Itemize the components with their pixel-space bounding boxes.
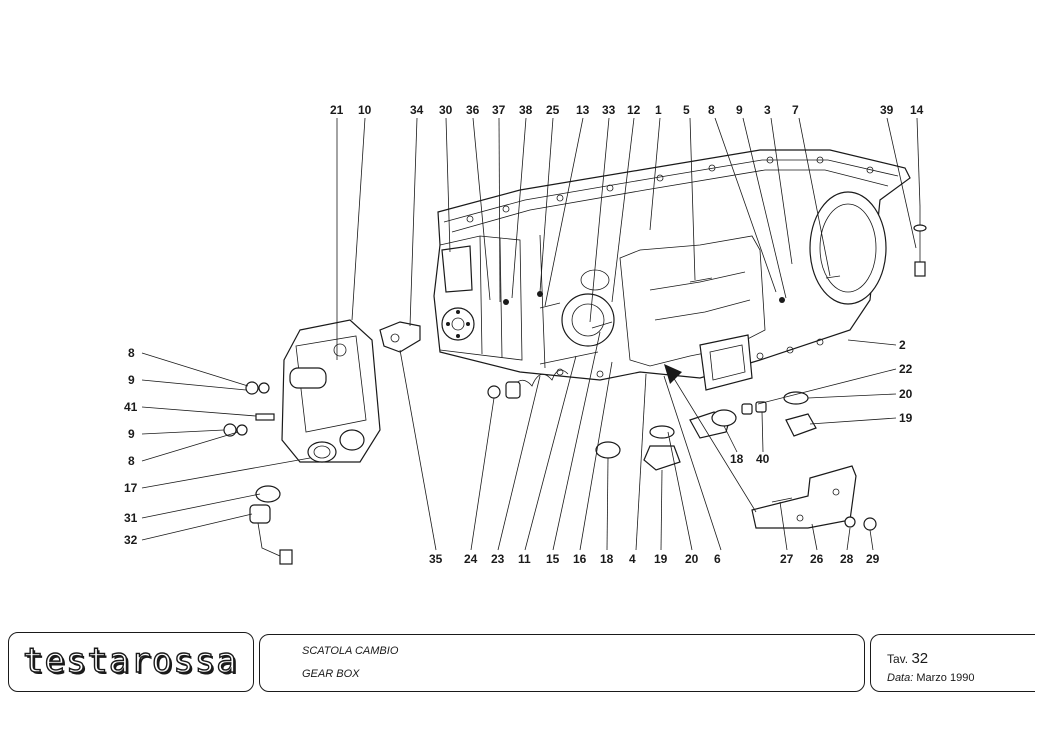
callouts-bottom: 35 24 23 11 15 16 18 4 19 20 6 27 26 28 … [429, 552, 880, 566]
callouts-right: 2 22 20 19 18 40 [730, 338, 913, 466]
callout: 34 [410, 103, 424, 117]
callout: 2 [899, 338, 906, 352]
callout: 20 [899, 387, 913, 401]
callout: 39 [880, 103, 894, 117]
side-cover [281, 319, 381, 463]
callout: 22 [899, 362, 913, 376]
callout: 25 [546, 103, 560, 117]
callouts-top: 21 10 34 30 36 37 38 25 13 33 12 1 5 8 9… [330, 103, 924, 117]
callout: 14 [910, 103, 924, 117]
callout: 21 [330, 103, 344, 117]
callout: 29 [866, 552, 880, 566]
date-line: Data: Marzo 1990 [887, 672, 974, 684]
callout: 36 [466, 103, 480, 117]
callout: 18 [730, 452, 744, 466]
callout: 13 [576, 103, 590, 117]
callout: 26 [810, 552, 824, 566]
subtitle-english: GEAR BOX [302, 668, 360, 680]
callout: 32 [124, 533, 138, 547]
callout: 4 [629, 552, 636, 566]
callout: 23 [491, 552, 505, 566]
callout: 31 [124, 511, 138, 525]
callout: 18 [600, 552, 614, 566]
callout: 33 [602, 103, 616, 117]
callout: 17 [124, 481, 138, 495]
gearbox-case [433, 149, 911, 391]
callout: 30 [439, 103, 453, 117]
callout: 19 [899, 411, 913, 425]
callout: 6 [714, 552, 721, 566]
callout: 5 [683, 103, 690, 117]
tav-line: Tav. 32 [887, 650, 928, 667]
callout: 27 [780, 552, 794, 566]
callout: 15 [546, 552, 560, 566]
callout: 9 [736, 103, 743, 117]
callout: 41 [124, 400, 138, 414]
exploded-parts-diagram: 21 10 34 30 36 37 38 25 13 33 12 1 5 8 9… [124, 103, 927, 566]
title-box: SCATOLA CAMBIO GEAR BOX [259, 634, 865, 692]
callout: 24 [464, 552, 478, 566]
tav-number: 32 [911, 650, 929, 667]
callout: 9 [128, 427, 135, 441]
testarossa-logo: testarossa [22, 640, 238, 681]
table-number-box: Tav. 32 Data: Marzo 1990 [870, 634, 1035, 692]
date-label: Data: [887, 672, 914, 684]
callout: 11 [518, 552, 531, 566]
callout: 37 [492, 103, 506, 117]
callouts-left: 8 9 41 9 8 17 31 32 [124, 346, 138, 547]
callout: 8 [128, 346, 135, 360]
leader-lines [141, 117, 921, 551]
logo-box: testarossa [8, 632, 254, 692]
callout: 8 [128, 454, 135, 468]
callout: 1 [655, 103, 662, 117]
callout: 35 [429, 552, 443, 566]
subtitle-italian: SCATOLA CAMBIO [302, 645, 399, 657]
callout: 20 [685, 552, 699, 566]
callout: 40 [756, 452, 770, 466]
callout: 8 [708, 103, 715, 117]
date-value: Marzo 1990 [916, 672, 975, 684]
small-parts [223, 206, 927, 565]
callout: 10 [358, 103, 372, 117]
callout: 12 [627, 103, 641, 117]
callout: 16 [573, 552, 587, 566]
tav-label: Tav. [887, 652, 909, 666]
callout: 38 [519, 103, 533, 117]
callout: 19 [654, 552, 668, 566]
callout: 9 [128, 373, 135, 387]
callout: 7 [792, 103, 799, 117]
callout: 28 [840, 552, 854, 566]
callout: 3 [764, 103, 771, 117]
